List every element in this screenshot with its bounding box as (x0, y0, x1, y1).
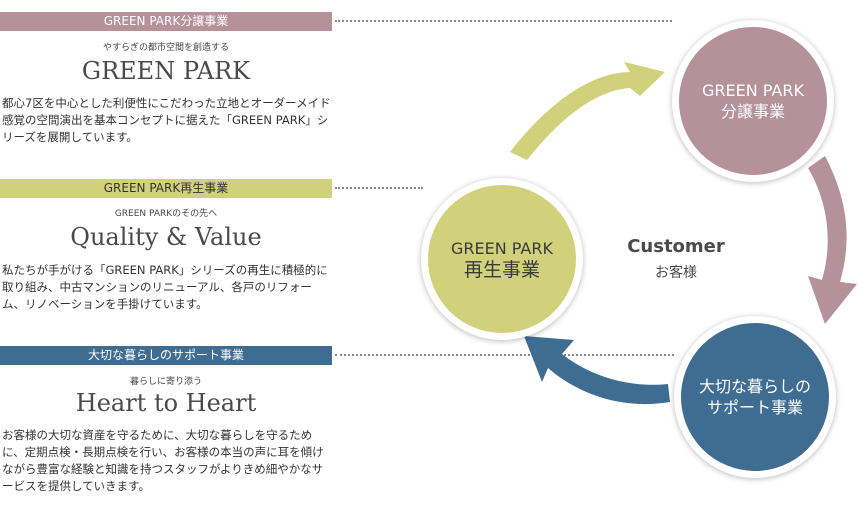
cycle-sales-line2: 分譲事業 (720, 101, 785, 121)
section-bar-sales: GREEN PARK分譲事業 (0, 12, 332, 31)
cycle-sales-line1: GREEN PARK (702, 80, 804, 100)
connector-dots-renewal (335, 187, 423, 189)
section-heading-renewal: Quality & Value (70, 223, 262, 251)
cycle-renewal-line2: 再生事業 (463, 258, 540, 281)
arrow-sales-to-support (808, 156, 857, 324)
section-tagline-support: 暮らしに寄り添う (129, 377, 202, 387)
cycle-support-line1: 大切な暮らしの (698, 376, 811, 396)
section-body-sales: 都心7区を中心とした利便性にこだわった立地とオーダーメイド感覚の空間演出を基本コ… (2, 96, 331, 144)
cycle-circle-sales: GREEN PARK 分譲事業 (672, 20, 834, 182)
customer-label-en: Customer (627, 236, 725, 257)
section-body-support: お客様の大切な資産を守るために、大切な暮らしを守るために、定期点検・長期点検を行… (2, 428, 324, 493)
section-bar-support: 大切な暮らしのサポート事業 (0, 346, 332, 365)
arrow-renewal-to-sales (510, 62, 665, 160)
section-heading-support: Heart to Heart (75, 389, 257, 417)
cycle-renewal-line1: GREEN PARK (451, 238, 553, 258)
section-tagline-sales: やすらぎの都市空間を創造する (102, 43, 229, 53)
cycle-support-line2: サポート事業 (706, 397, 803, 417)
section-body-renewal: 私たちが手がける「GREEN PARK」シリーズの再生に積極的に取り組み、中古マ… (2, 263, 328, 311)
cycle-circle-support: 大切な暮らしの サポート事業 (674, 316, 836, 478)
connector-dots-support (335, 354, 674, 356)
cycle-circle-renewal: GREEN PARK 再生事業 (421, 178, 583, 340)
arrow-support-to-renewal (524, 336, 670, 405)
connector-dots-sales (335, 20, 672, 22)
section-heading-sales: GREEN PARK (81, 57, 251, 85)
section-tagline-renewal: GREEN PARKのその先へ (114, 209, 218, 219)
section-bar-renewal: GREEN PARK再生事業 (0, 179, 332, 198)
customer-label-ja: お客様 (655, 265, 697, 281)
